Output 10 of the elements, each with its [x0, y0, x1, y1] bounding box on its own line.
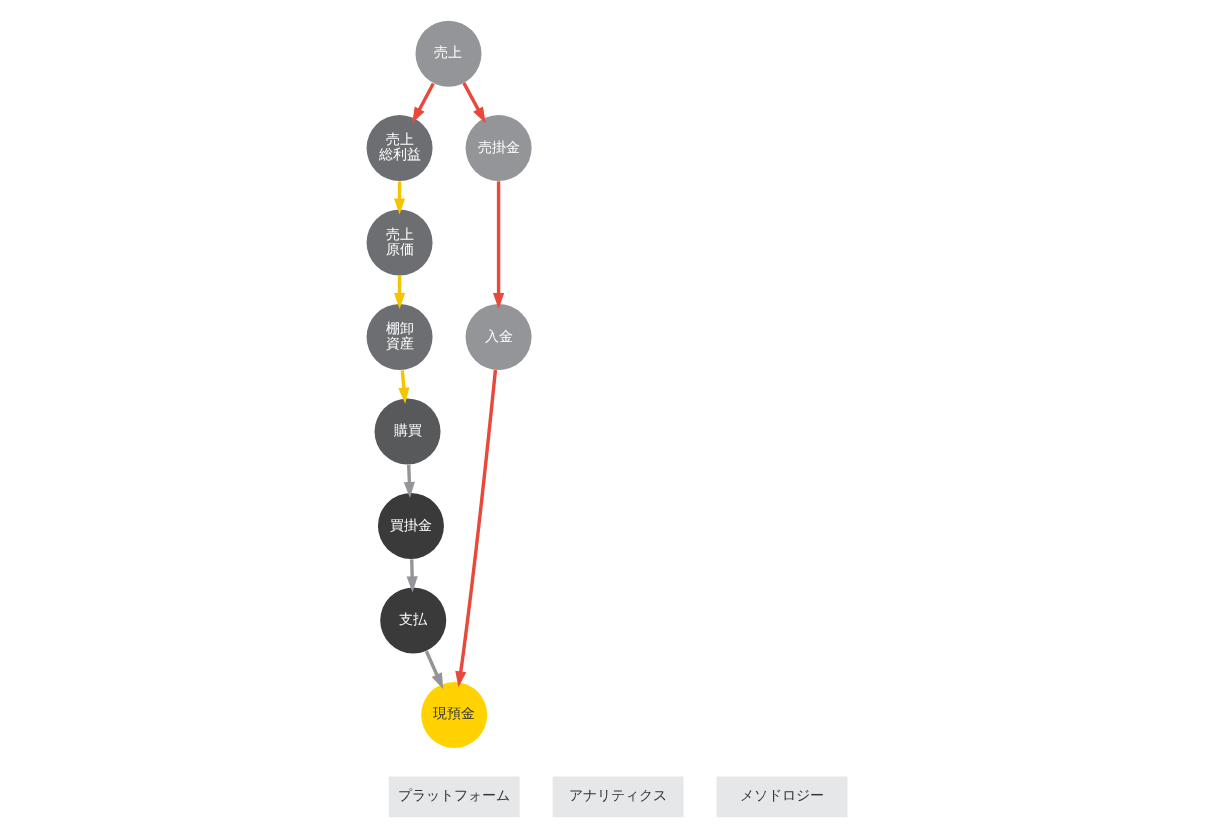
arrow	[403, 464, 415, 498]
arrow	[393, 181, 406, 215]
arrow	[462, 82, 486, 124]
arrow	[493, 181, 505, 310]
arrow	[393, 275, 406, 309]
arrow	[424, 650, 444, 690]
arrow	[455, 369, 498, 688]
arrow	[412, 82, 435, 124]
arrow	[406, 559, 418, 593]
arrow	[398, 370, 410, 404]
